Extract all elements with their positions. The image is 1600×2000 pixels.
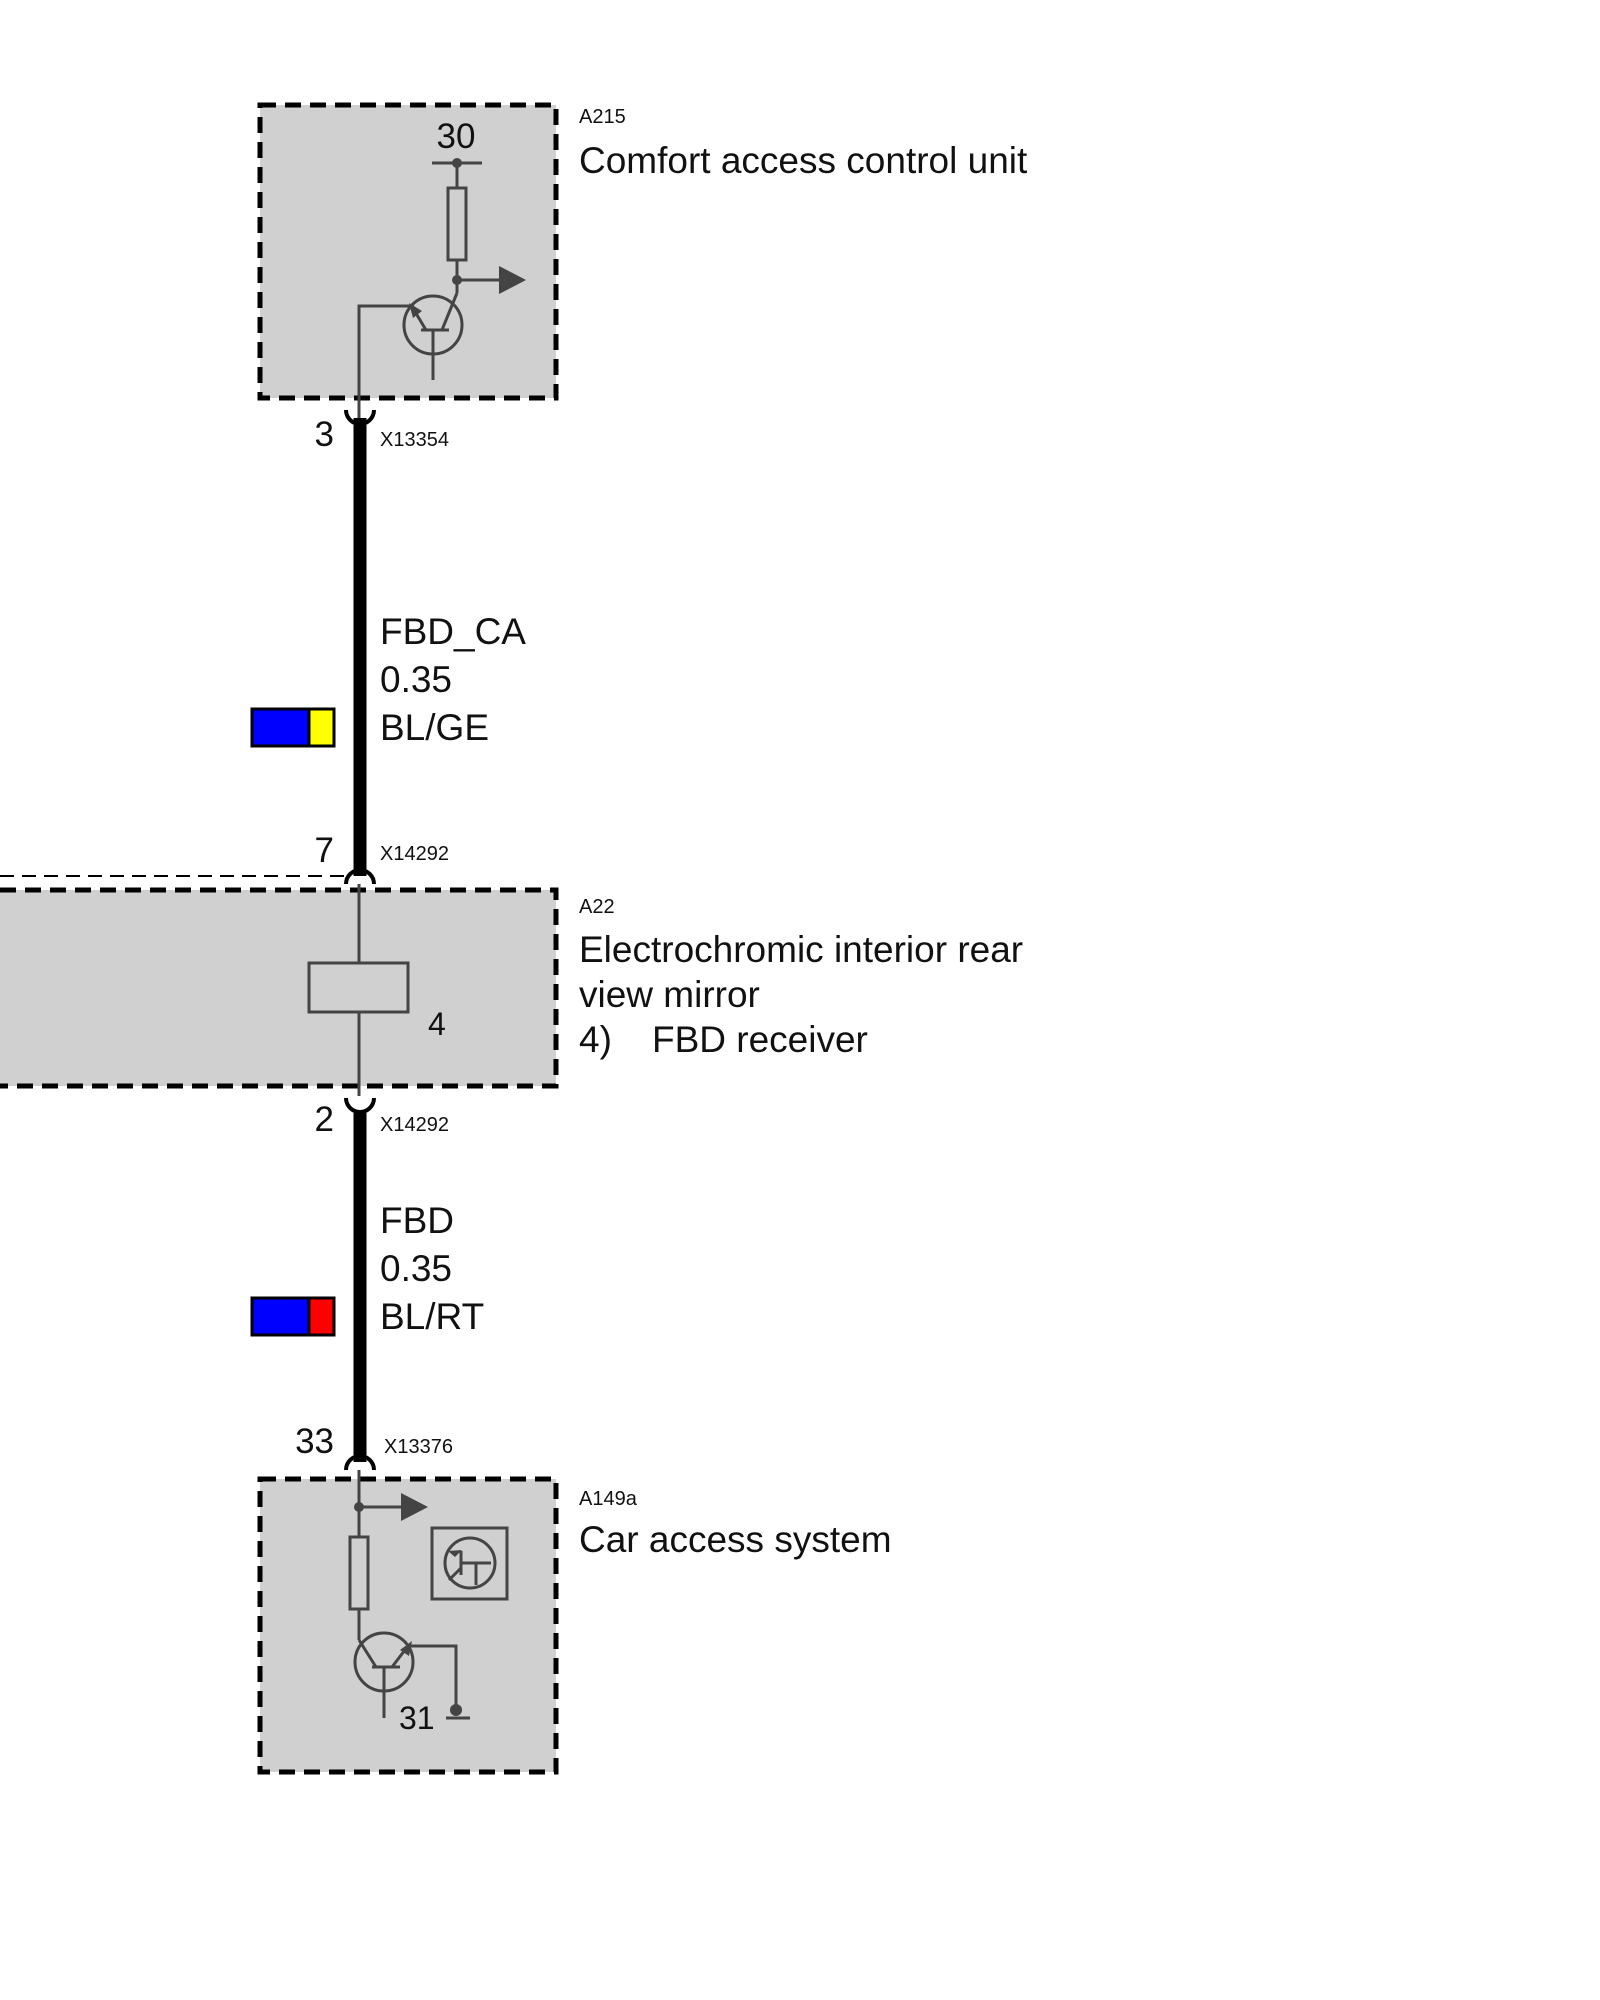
- component-name-a215: Comfort access control unit: [579, 140, 1028, 181]
- connector-x13376-label: X13376: [384, 1436, 453, 1458]
- component-name-a22-line1: Electrochromic interior rear: [579, 929, 1023, 970]
- connector-x14292-in-label: X14292: [380, 843, 449, 865]
- receiver-note-ref: 4: [428, 1006, 446, 1042]
- component-id-a22: A22: [579, 896, 615, 918]
- component-comfort-access-control-unit[interactable]: 30: [257, 102, 559, 418]
- component-box-a22: [0, 887, 559, 1089]
- pin-7-label: 7: [315, 831, 334, 870]
- connector-x14292-out-terminal: [344, 1097, 376, 1114]
- pin-33-label: 33: [295, 1422, 334, 1461]
- component-car-access-system[interactable]: 31: [257, 1470, 559, 1775]
- connector-x13376-terminal: [344, 1454, 376, 1471]
- wire-fbd-ca-cross-section: 0.35: [380, 659, 452, 700]
- pin-3-label: 3: [315, 415, 334, 454]
- wire-fbd-signal: FBD: [380, 1200, 454, 1241]
- terminal-31-label: 31: [399, 1700, 435, 1736]
- component-electrochromic-mirror[interactable]: 4: [0, 884, 559, 1096]
- connector-x13354-label: X13354: [380, 429, 449, 451]
- output-arrow-icon: [499, 266, 526, 294]
- component-id-a149a: A149a: [579, 1488, 638, 1510]
- connector-x14292-in-terminal: [344, 868, 376, 885]
- wire-fbd-ca-color-code: BL/GE: [380, 707, 489, 748]
- output-arrow-icon: [401, 1493, 428, 1521]
- connector-x13354-terminal: [344, 409, 376, 426]
- connector-x14292-out-label: X14292: [380, 1114, 449, 1136]
- component-name-a22-line2: view mirror: [579, 974, 760, 1015]
- note-number: 4): [579, 1019, 612, 1060]
- component-name-a149a: Car access system: [579, 1519, 892, 1560]
- wire-fbd-cross-section: 0.35: [380, 1248, 452, 1289]
- component-id-a215: A215: [579, 106, 626, 128]
- wire-fbd-ca-signal: FBD_CA: [380, 611, 526, 652]
- wire-fbd-color-code: BL/RT: [380, 1296, 484, 1337]
- note-text-fbd-receiver: FBD receiver: [652, 1019, 868, 1060]
- transistor-module-icon: [430, 1526, 509, 1601]
- component-box-a215: [257, 102, 559, 401]
- pin-2-label: 2: [315, 1100, 334, 1139]
- wire-color-swatch-bl-rt: [250, 1296, 336, 1337]
- wire-color-swatch-bl-ge: [250, 707, 336, 748]
- terminal-30-label: 30: [437, 117, 476, 156]
